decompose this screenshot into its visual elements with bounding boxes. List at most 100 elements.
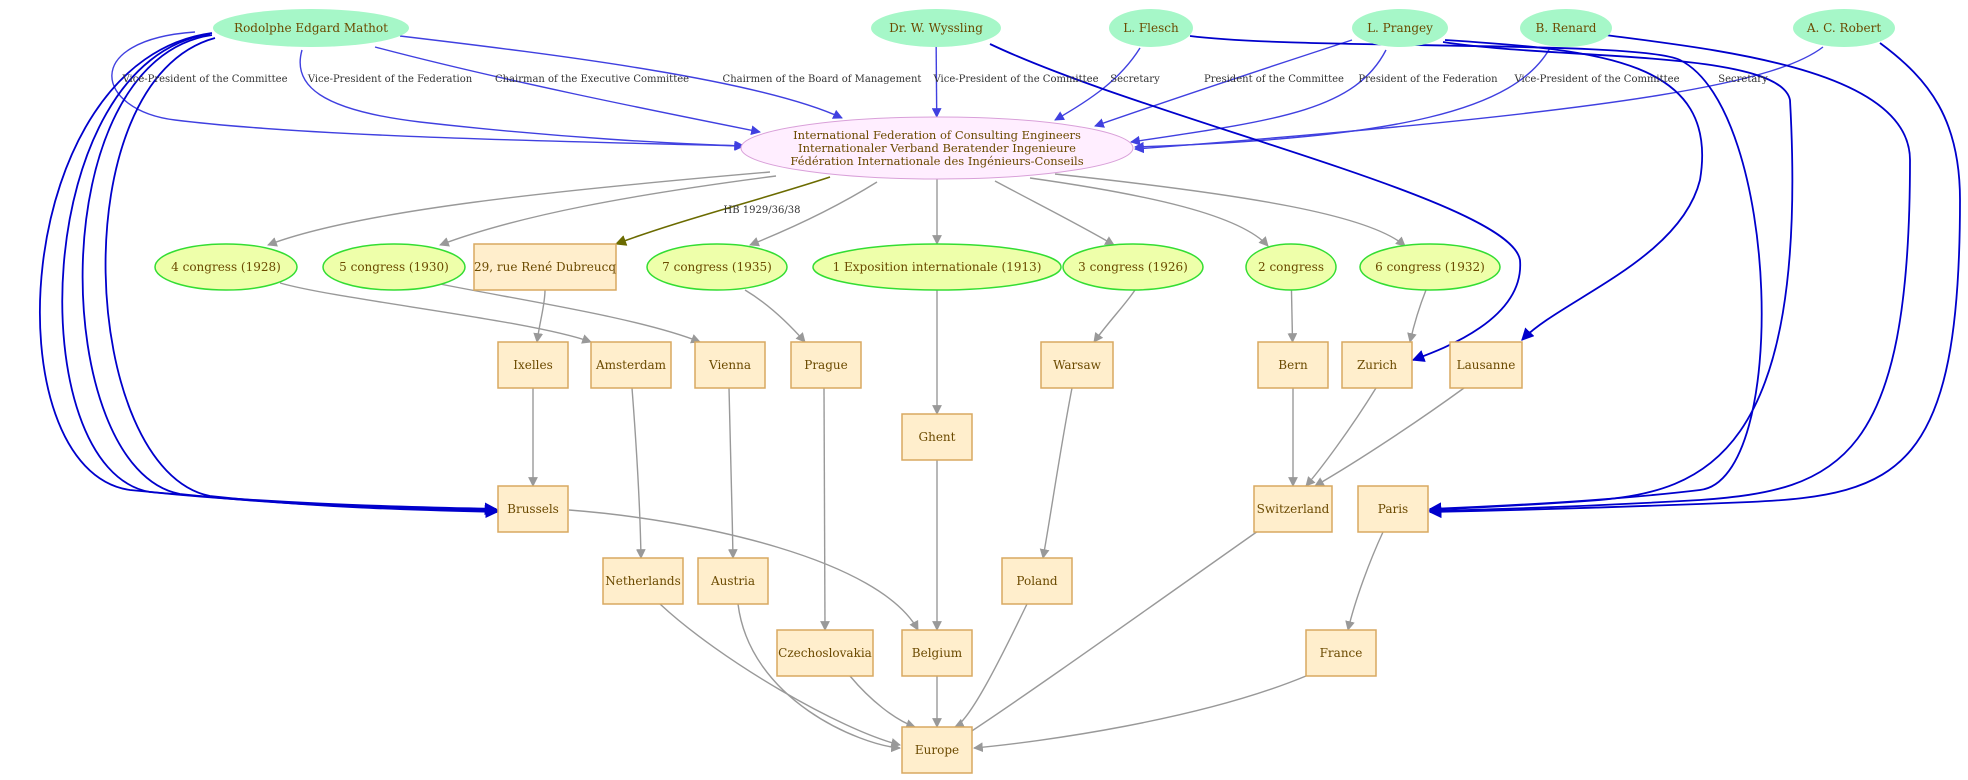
node-label: A. C. Robert xyxy=(1806,21,1881,35)
node-c3[interactable]: 3 congress (1926) xyxy=(1062,243,1204,291)
edge-mathot-to-fidic xyxy=(374,46,761,136)
event-ellipse xyxy=(646,243,788,291)
node-flesch[interactable]: L. Flesch xyxy=(1109,9,1193,47)
edge-lausanne-to-switzerland xyxy=(1314,387,1465,487)
place-box xyxy=(1449,341,1523,389)
edge-france-to-europe xyxy=(973,675,1307,753)
edge-netherlands-to-europe xyxy=(659,603,901,748)
edge-prangey-to-fidic xyxy=(1130,49,1387,146)
edge-mathot-to-fidic xyxy=(111,31,744,151)
edge-zurich-to-switzerland xyxy=(1305,387,1377,487)
edge-fidic-to-c7 xyxy=(749,181,878,247)
edge-label: President of the Committee xyxy=(1204,74,1344,85)
place-box xyxy=(1357,485,1429,533)
place-box xyxy=(1001,557,1073,605)
node-label: L. Prangey xyxy=(1367,21,1433,35)
node-label: Warsaw xyxy=(1053,358,1101,372)
edge-robert-to-fidic xyxy=(1134,46,1824,154)
edge-wyssling-to-fidic xyxy=(931,46,942,118)
node-label: Amsterdam xyxy=(595,358,667,372)
node-france[interactable]: France xyxy=(1305,629,1377,677)
node-czechoslovakia[interactable]: Czechoslovakia xyxy=(776,629,874,677)
node-label: Brussels xyxy=(507,502,559,516)
node-ixelles[interactable]: Ixelles xyxy=(497,341,569,389)
node-label: Ixelles xyxy=(513,358,553,372)
node-label: 5 congress (1930) xyxy=(339,260,449,274)
node-label: Bern xyxy=(1278,358,1308,372)
node-robert[interactable]: A. C. Robert xyxy=(1793,9,1895,47)
node-label: 29, rue René Dubreucq xyxy=(474,260,616,274)
node-c5[interactable]: 5 congress (1930) xyxy=(322,243,466,291)
edge-label: Vice-President of the Committee xyxy=(121,74,287,85)
node-label: L. Flesch xyxy=(1123,21,1179,35)
place-box xyxy=(602,557,684,605)
node-zurich[interactable]: Zurich xyxy=(1341,341,1413,389)
node-fidic[interactable]: International Federation of Consulting E… xyxy=(740,116,1134,180)
edge-label: Vice-President of the Federation xyxy=(307,74,473,85)
node-c7[interactable]: 7 congress (1935) xyxy=(646,243,788,291)
place-box xyxy=(1305,629,1377,677)
node-label: Switzerland xyxy=(1257,502,1330,516)
person-ellipse xyxy=(871,9,1001,47)
place-box xyxy=(776,629,874,677)
node-addr[interactable]: 29, rue René Dubreucq xyxy=(473,243,617,291)
edge-prangey-to-lausanne xyxy=(1444,39,1703,341)
node-label: Prague xyxy=(804,358,847,372)
person-ellipse xyxy=(1352,9,1448,47)
edge-addr-to-ixelles xyxy=(533,289,546,343)
node-label: Austria xyxy=(710,574,755,588)
node-wyssling[interactable]: Dr. W. Wyssling xyxy=(871,9,1001,47)
node-austria[interactable]: Austria xyxy=(697,557,769,605)
node-c4[interactable]: 4 congress (1928) xyxy=(154,243,298,291)
edge-prague-to-czechoslovakia xyxy=(820,387,830,631)
node-label: Poland xyxy=(1016,574,1058,588)
edge-robert-to-paris xyxy=(1428,42,1961,519)
node-label: Lausanne xyxy=(1457,358,1516,372)
node-switzerland[interactable]: Switzerland xyxy=(1253,485,1333,533)
node-renard[interactable]: B. Renard xyxy=(1520,9,1612,47)
node-netherlands[interactable]: Netherlands xyxy=(602,557,684,605)
edge-fidic-to-c5 xyxy=(439,175,777,247)
place-box xyxy=(497,341,569,389)
person-ellipse xyxy=(1520,9,1612,47)
node-label: Internationaler Verband Beratender Ingen… xyxy=(798,141,1076,155)
node-amsterdam[interactable]: Amsterdam xyxy=(590,341,672,389)
node-label: France xyxy=(1320,646,1363,660)
edge-austria-to-europe xyxy=(737,603,901,753)
node-ghent[interactable]: Ghent xyxy=(901,413,973,461)
node-europe[interactable]: Europe xyxy=(901,726,973,774)
node-label: Vienna xyxy=(708,358,751,372)
edge-labels-layer: Vice-President of the Committee Vice-Pres… xyxy=(121,74,1768,216)
edge-renard-to-paris xyxy=(1428,34,1911,518)
place-box xyxy=(497,485,569,533)
node-label: 4 congress (1928) xyxy=(171,260,281,274)
node-belgium[interactable]: Belgium xyxy=(901,629,973,677)
node-prague[interactable]: Prague xyxy=(790,341,862,389)
edge-amsterdam-to-netherlands xyxy=(631,387,646,559)
node-c6[interactable]: 6 congress (1932) xyxy=(1359,243,1501,291)
node-label: 2 congress xyxy=(1258,260,1324,274)
place-box xyxy=(901,413,973,461)
node-bern[interactable]: Bern xyxy=(1257,341,1329,389)
event-ellipse xyxy=(322,243,466,291)
edge-c2-to-bern xyxy=(1287,289,1298,343)
node-lausanne[interactable]: Lausanne xyxy=(1449,341,1523,389)
edge-fidic-to-c4 xyxy=(267,171,771,247)
node-label: 7 congress (1935) xyxy=(662,260,772,274)
node-vienna[interactable]: Vienna xyxy=(694,341,766,389)
edge-switzerland-to-europe xyxy=(957,530,1259,741)
node-mathot[interactable]: Rodolphe Edgard Mathot xyxy=(213,9,409,47)
node-poland[interactable]: Poland xyxy=(1001,557,1073,605)
person-ellipse xyxy=(1109,9,1193,47)
edge-poland-to-europe xyxy=(954,603,1028,728)
node-prangey[interactable]: L. Prangey xyxy=(1352,9,1448,47)
place-box xyxy=(901,726,973,774)
node-c2[interactable]: 2 congress xyxy=(1245,243,1337,291)
node-paris[interactable]: Paris xyxy=(1357,485,1429,533)
node-brussels[interactable]: Brussels xyxy=(497,485,569,533)
node-expo[interactable]: 1 Exposition internationale (1913) xyxy=(812,243,1062,291)
edge-label: Vice-President of the Committee xyxy=(1513,74,1679,85)
node-warsaw[interactable]: Warsaw xyxy=(1040,341,1114,389)
node-label: Ghent xyxy=(919,430,956,444)
